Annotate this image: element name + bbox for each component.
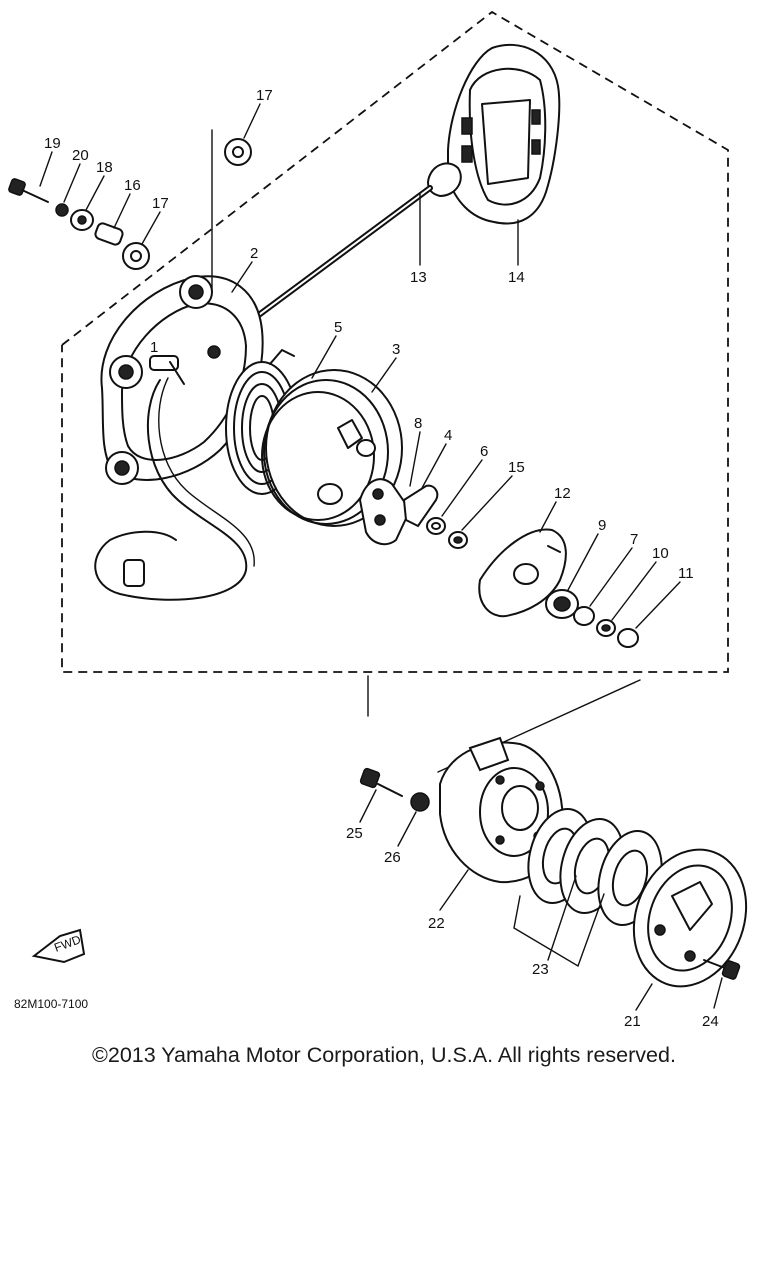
shim-set xyxy=(527,807,663,927)
callout-26: 26 xyxy=(384,849,401,866)
callout-10: 10 xyxy=(652,545,669,562)
callout-22: 22 xyxy=(428,915,445,932)
bolt-19 xyxy=(8,178,49,203)
starter-handle xyxy=(447,43,561,225)
bolt-24 xyxy=(703,959,741,980)
rope-guide-loop xyxy=(94,379,248,601)
nut-26 xyxy=(410,792,430,812)
callout-1: 1 xyxy=(150,339,158,356)
spring-6 xyxy=(426,517,446,535)
callout-6: 6 xyxy=(480,443,488,460)
backing-plate xyxy=(632,848,748,988)
callout-4: 4 xyxy=(444,427,452,444)
callout-9: 9 xyxy=(598,517,606,534)
nut-11 xyxy=(617,628,639,648)
callout-11: 11 xyxy=(678,565,694,582)
washer-7 xyxy=(573,606,595,626)
callout-14: 14 xyxy=(508,269,525,286)
callout-8: 8 xyxy=(414,415,422,432)
callout-5: 5 xyxy=(334,319,342,336)
exploded-parts-diagram: FWD 82M100-7100 1 2 3 4 xyxy=(8,10,748,1030)
callout-15: 15 xyxy=(508,459,525,476)
callout-2: 2 xyxy=(250,245,258,262)
collar-16 xyxy=(94,222,124,246)
callout-12: 12 xyxy=(554,485,571,502)
bushing-17-lower xyxy=(122,242,150,270)
leader-lines xyxy=(39,103,723,1011)
bushing-17-upper xyxy=(224,138,252,166)
callout-21: 21 xyxy=(624,1013,641,1030)
callout-labels: 1 2 3 4 5 6 7 8 9 10 11 12 13 14 15 16 1… xyxy=(44,87,719,1030)
starter-case xyxy=(100,275,264,485)
callout-20: 20 xyxy=(72,147,89,164)
callout-17-upper: 17 xyxy=(256,87,273,104)
callout-17-lower: 17 xyxy=(152,195,169,212)
drawing-code: 82M100-7100 xyxy=(14,997,88,1011)
callout-25: 25 xyxy=(346,825,363,842)
callout-23: 23 xyxy=(532,961,549,978)
ratchet-pawl xyxy=(358,478,439,546)
handle-grip-boss xyxy=(426,162,462,198)
friction-plate xyxy=(478,528,567,618)
assembly-boundary xyxy=(61,10,729,673)
fwd-arrow-icon: FWD xyxy=(31,928,86,964)
washer-20 xyxy=(55,203,69,217)
callout-3: 3 xyxy=(392,341,400,358)
bolt-25 xyxy=(359,767,403,797)
callout-13: 13 xyxy=(410,269,427,286)
callout-16: 16 xyxy=(124,177,141,194)
callout-24: 24 xyxy=(702,1013,719,1030)
callout-19: 19 xyxy=(44,135,61,152)
copyright-notice: ©2013 Yamaha Motor Corporation, U.S.A. A… xyxy=(92,1043,676,1067)
callout-7: 7 xyxy=(630,531,638,548)
rope-end-clip xyxy=(123,559,145,587)
callout-18: 18 xyxy=(96,159,113,176)
